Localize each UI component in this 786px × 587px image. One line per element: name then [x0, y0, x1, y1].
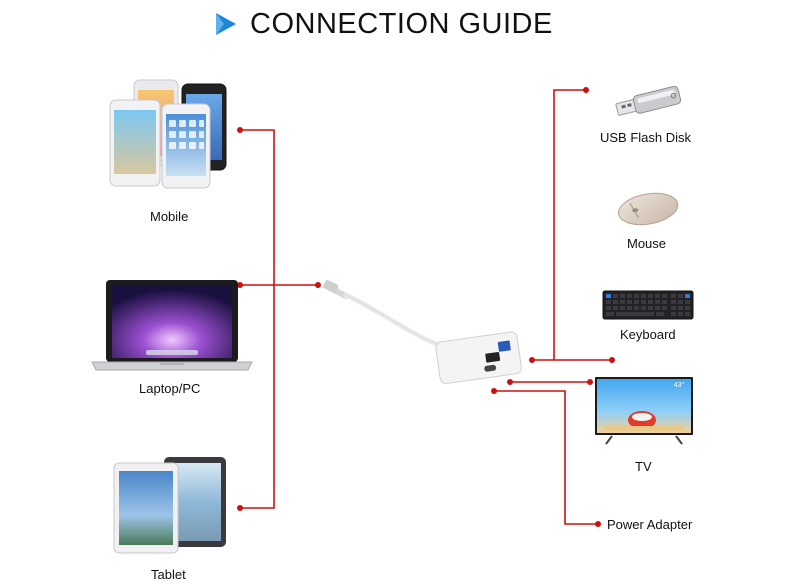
hub-hdmi-dot	[507, 379, 513, 385]
hub-usb-dot	[529, 357, 535, 363]
laptop-icon	[91, 280, 253, 371]
usb-c-hub-adapter-icon	[323, 280, 522, 384]
cable-end-dot	[315, 282, 321, 288]
mobile-dot	[237, 127, 243, 133]
hub-usbc-dot	[491, 388, 497, 394]
keyboard-icon	[602, 290, 694, 320]
device-label-power-adapter: Power Adapter	[607, 517, 693, 532]
play-arrow-icon	[216, 13, 236, 35]
tablet-dot	[237, 505, 243, 511]
device-label-mouse: Mouse	[627, 236, 667, 251]
device-label-laptop: Laptop/PC	[139, 381, 201, 396]
tv-size-badge: 43"	[674, 382, 685, 389]
device-label-usb-flash-disk: USB Flash Disk	[600, 130, 692, 145]
right-trunk-line	[532, 89, 586, 361]
device-label-tv: TV	[635, 459, 652, 474]
mouse-icon	[618, 192, 679, 226]
page-title: CONNECTION GUIDE	[250, 7, 553, 40]
tv-icon: 43"	[595, 377, 693, 445]
tv-dot	[587, 379, 593, 385]
power-dot	[595, 521, 601, 527]
usb-dot	[583, 87, 589, 93]
left-trunk-line	[240, 129, 275, 509]
usb-flash-disk-icon	[615, 85, 682, 116]
device-label-mobile: Mobile	[150, 209, 189, 224]
smartphones-icon	[109, 79, 227, 189]
power-line	[494, 390, 598, 525]
laptop-dot	[237, 282, 243, 288]
keyboard-dot	[609, 357, 615, 363]
device-label-keyboard: Keyboard	[620, 327, 676, 342]
tablets-icon	[113, 457, 226, 554]
title-block: CONNECTION GUIDE	[214, 6, 553, 42]
device-label-tablet: Tablet	[151, 567, 186, 582]
